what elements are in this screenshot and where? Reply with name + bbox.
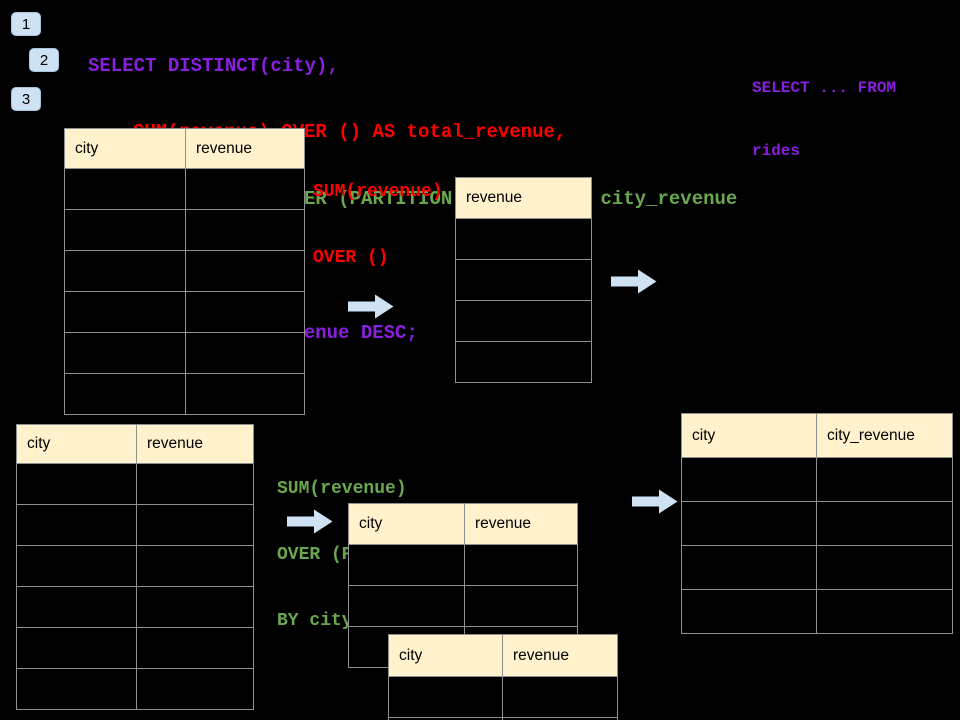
sql-line-select: SELECT DISTINCT(city), <box>88 54 339 77</box>
column-header-revenue: revenue <box>185 128 305 169</box>
table-row <box>681 589 953 634</box>
table-row <box>16 545 254 587</box>
table-partition-front: city revenue <box>388 634 618 720</box>
table-row <box>16 463 254 505</box>
table-row <box>64 168 305 210</box>
step-badge-3: 3 <box>11 87 41 111</box>
table-rides-top: city revenue <box>64 128 305 415</box>
table-row <box>16 627 254 669</box>
flow-arrow-total-1 <box>348 294 394 319</box>
flow-arrow-partition-2 <box>632 489 678 514</box>
annotation-partition-line-1: SUM(revenue) <box>277 479 407 499</box>
column-header-revenue: revenue <box>502 634 618 677</box>
column-header-city: city <box>16 424 137 464</box>
table-row <box>455 259 592 301</box>
column-header-city: city <box>64 128 186 169</box>
side-note-line-1: SELECT ... FROM <box>752 79 897 97</box>
step-badge-2: 2 <box>29 48 59 72</box>
table-row <box>16 504 254 546</box>
table-row <box>681 501 953 546</box>
table-row <box>681 457 953 502</box>
column-header-revenue: revenue <box>464 503 578 545</box>
table-row <box>348 544 578 586</box>
table-row <box>16 586 254 628</box>
column-header-city: city <box>681 413 817 458</box>
column-header-city: city <box>388 634 503 677</box>
table-row <box>64 332 305 374</box>
table-row <box>455 300 592 342</box>
table-row <box>16 668 254 710</box>
annotation-total-window: SUM(revenue) OVER () <box>313 137 443 313</box>
annotation-total-line-1: SUM(revenue) <box>313 182 443 202</box>
step-badge-1: 1 <box>11 12 41 36</box>
table-row <box>455 218 592 260</box>
table-row <box>681 545 953 590</box>
table-rides-bottom: city revenue <box>16 424 254 710</box>
table-row <box>64 373 305 415</box>
table-result: city city_revenue <box>681 413 953 634</box>
table-row <box>64 209 305 251</box>
side-note-line-2: rides <box>752 142 801 160</box>
column-header-city-revenue: city_revenue <box>816 413 953 458</box>
table-row <box>388 676 618 718</box>
side-note: SELECT ... FROM rides <box>752 36 896 204</box>
table-row <box>64 291 305 333</box>
annotation-total-line-2: OVER () <box>313 248 389 268</box>
table-total-revenue: revenue <box>455 177 592 383</box>
table-row <box>388 717 618 720</box>
column-header-revenue: revenue <box>455 177 592 219</box>
table-row <box>455 341 592 383</box>
flow-arrow-total-2 <box>611 269 657 294</box>
column-header-city: city <box>348 503 465 545</box>
column-header-revenue: revenue <box>136 424 254 464</box>
table-row <box>348 585 578 627</box>
table-row <box>64 250 305 292</box>
flow-arrow-partition-1 <box>287 509 333 534</box>
